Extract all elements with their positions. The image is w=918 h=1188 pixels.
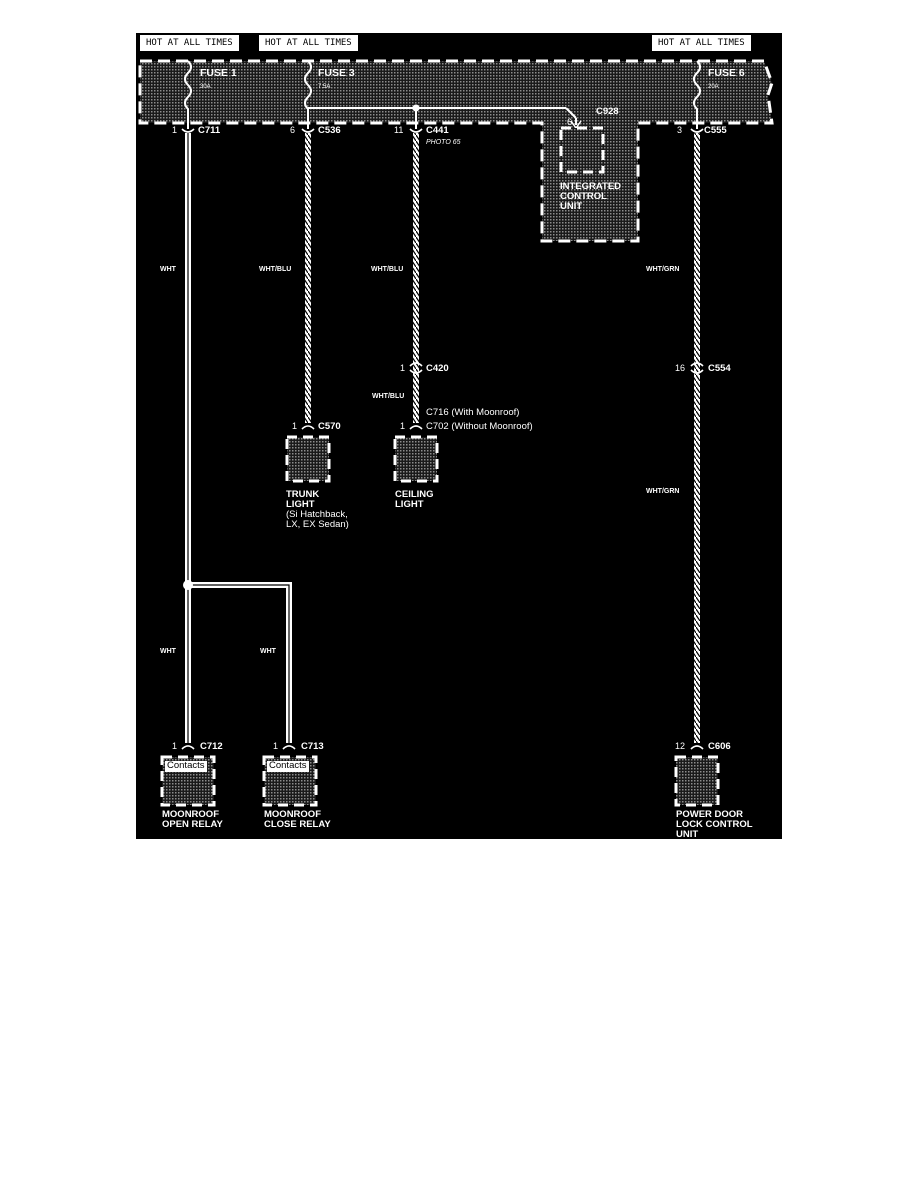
ceiling-label-2: LIGHT [395,499,424,510]
pdl-box [674,755,720,807]
c712-pin: 1 [172,741,178,751]
fuse-6-rating: 20A [708,84,719,90]
c570-pin: 1 [292,421,298,431]
fuse-1-symbol [184,60,192,129]
wire-label-whtblu-trunk: WHT/BLU [259,266,292,273]
wire-label-whtblu-ceiling: WHT/BLU [371,266,404,273]
c570-id: C570 [318,421,341,432]
fuse-1-name: FUSE 1 [200,67,237,79]
wire-label-whtblu-c420: WHT/BLU [372,393,405,400]
c606-id: C606 [708,741,731,752]
c555-pin: 3 [677,125,683,135]
trunk-label-2: LIGHT [286,499,315,510]
wiring-diagram-lines [138,59,774,807]
wire-label-whtgrn-mid: WHT/GRN [646,488,680,495]
wire-label-wht-close: WHT [260,648,276,655]
wire-whtblu-ceiling [413,133,419,423]
c555-id: C555 [704,125,727,136]
ceiling-label-1: CEILING [395,489,434,500]
c702-pin: 1 [400,421,406,431]
hot-label-2: HOT AT ALL TIMES [259,35,358,51]
fuse-3-rating: 7.5A [318,84,331,90]
c716-id: C716 (With Moonroof) [426,407,520,418]
trunk-label-1: TRUNK [286,489,320,500]
close-relay-label-1: MOONROOF [264,809,321,820]
c554-id: C554 [708,363,731,374]
c928-id: C928 [596,106,619,117]
c606-pin: 12 [675,741,686,751]
close-relay-label-2: CLOSE RELAY [264,819,331,830]
fuse-6-symbol [693,60,701,129]
fuse-3-name: FUSE 3 [318,67,355,79]
c536-id: C536 [318,125,341,136]
fuse-1-rating: 30A [200,84,211,90]
open-relay-label-2: OPEN RELAY [162,819,223,830]
icu-label-2: CONTROL [560,191,607,202]
fuse-3-symbol [304,60,312,129]
c441-note: PHOTO 65 [426,139,461,146]
c554-pin: 16 [675,363,686,373]
c713-id: C713 [301,741,324,752]
icu-label-1: INTEGRATED [560,181,622,192]
wiring-diagram: HOT AT ALL TIMES HOT AT ALL TIMES HOT AT… [136,33,782,839]
c536-pin: 6 [290,125,296,135]
hot-label-1: HOT AT ALL TIMES [140,35,239,51]
icu-label-3: UNIT [560,201,583,212]
c711-pin: 1 [172,125,178,135]
pdl-label-3: UNIT [676,829,699,839]
pdl-label-1: POWER DOOR [676,809,744,820]
hot-label-3: HOT AT ALL TIMES [652,35,751,51]
c928-pin: 6 [567,117,573,127]
fuse-box-outline [138,59,774,243]
wire-label-wht-top: WHT [160,266,176,273]
wire-whtgrn [694,133,700,743]
trunk-light-box [285,435,331,483]
c441-pin: 11 [394,125,404,135]
c420-id: C420 [426,363,449,374]
fuse-6-name: FUSE 6 [708,67,745,79]
c711-id: C711 [198,125,221,136]
trunk-note-2: LX, EX Sedan) [286,519,349,530]
c702-id: C702 (Without Moonroof) [426,421,533,432]
c441-id: C441 [426,125,449,136]
splice-wht [183,580,193,590]
c420-pin: 1 [400,363,406,373]
open-relay-contacts: Contacts [165,760,207,772]
pdl-label-2: LOCK CONTROL [676,819,753,830]
wire-label-whtgrn-top: WHT/GRN [646,266,680,273]
open-relay-label-1: MOONROOF [162,809,219,820]
c713-pin: 1 [273,741,279,751]
wire-whtblu-trunk [305,133,311,423]
ceiling-light-box [393,435,439,483]
wire-label-wht-open: WHT [160,648,176,655]
icu-box [559,126,605,174]
trunk-note-1: (Si Hatchback, [286,509,348,520]
close-relay-contacts: Contacts [267,760,309,772]
c712-id: C712 [200,741,223,752]
